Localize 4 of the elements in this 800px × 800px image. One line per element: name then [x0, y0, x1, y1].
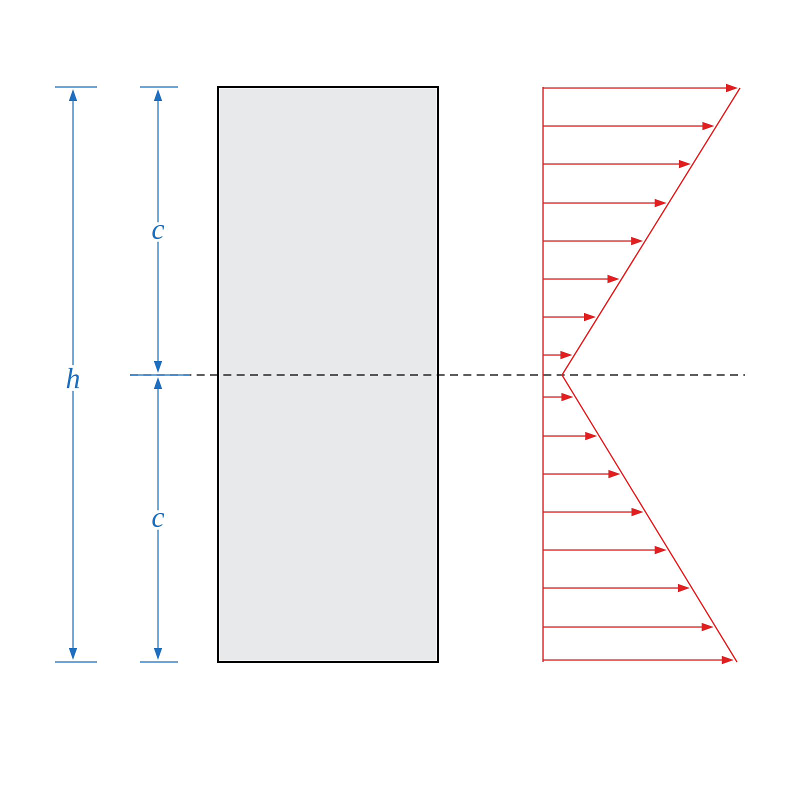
cross-section-rectangle	[217, 86, 439, 663]
dimension-label: c	[148, 222, 168, 242]
dimension-label: c	[148, 510, 168, 530]
dimension-label: h	[63, 365, 83, 391]
